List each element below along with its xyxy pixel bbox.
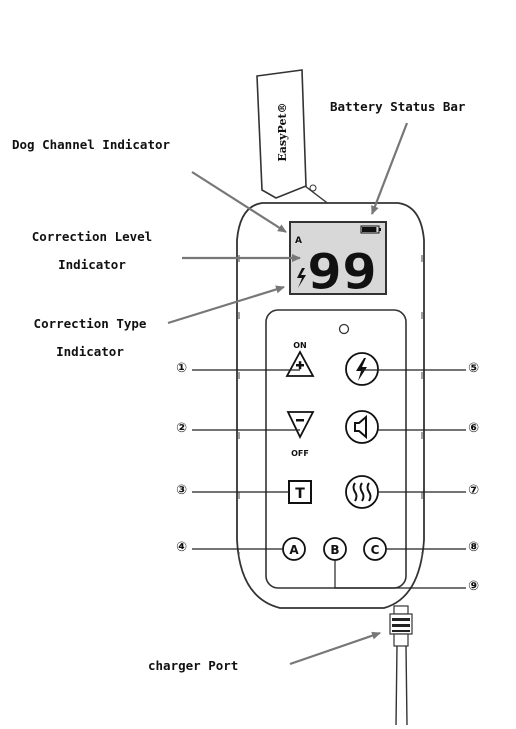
callout-number-3: ③ [176,483,188,498]
charger-cable [395,645,408,726]
callout-number-8: ⑧ [468,540,480,555]
callout-number-9: ⑨ [468,579,480,594]
on-label: ON [293,341,307,350]
correction-type-callout-line1: Correction Type [33,316,147,331]
lcd-correction-type-icon [297,268,306,288]
off-label: OFF [291,449,309,458]
lcd-channel-indicator: A [295,236,302,246]
callout-number-1: ① [176,361,188,376]
channel-c-label: C [371,543,380,557]
correction-type-callout-line2: Indicator [56,344,124,359]
grip-ticks [238,255,423,559]
callout-number-6: ⑥ [468,421,480,436]
correction-level-callout-line1: Correction Level [31,229,153,244]
channel-b-label: B [330,543,339,557]
callout-number-2: ② [176,421,188,436]
battery-fill [362,227,377,232]
vibration-icon [352,482,372,502]
led-indicator [338,323,350,335]
t-button-label: T [295,486,305,502]
brand-logo-text: EasyPet® [276,102,289,161]
shock-button[interactable] [345,352,379,386]
charger-port [389,605,413,647]
callout-number-5: ⑤ [468,361,480,376]
dog-channel-callout: Dog Channel Indicator [12,137,171,152]
antenna [256,69,331,206]
leader-lines [192,369,466,589]
correction-level-callout-line2: Indicator [58,257,126,272]
channel-a-label: A [289,543,299,557]
battery-icon [360,225,381,234]
callout-arrows [167,122,409,666]
battery-status-callout: Battery Status Bar [330,99,466,114]
lcd-correction-level: 99 [307,244,377,300]
speaker-icon [354,414,367,440]
charger-port-callout: charger Port [148,658,239,673]
level-down-off-button[interactable] [286,411,315,440]
vibration-button[interactable] [345,475,379,509]
tone-button[interactable] [345,410,379,444]
callout-number-4: ④ [176,540,188,555]
callout-number-7: ⑦ [468,483,480,498]
